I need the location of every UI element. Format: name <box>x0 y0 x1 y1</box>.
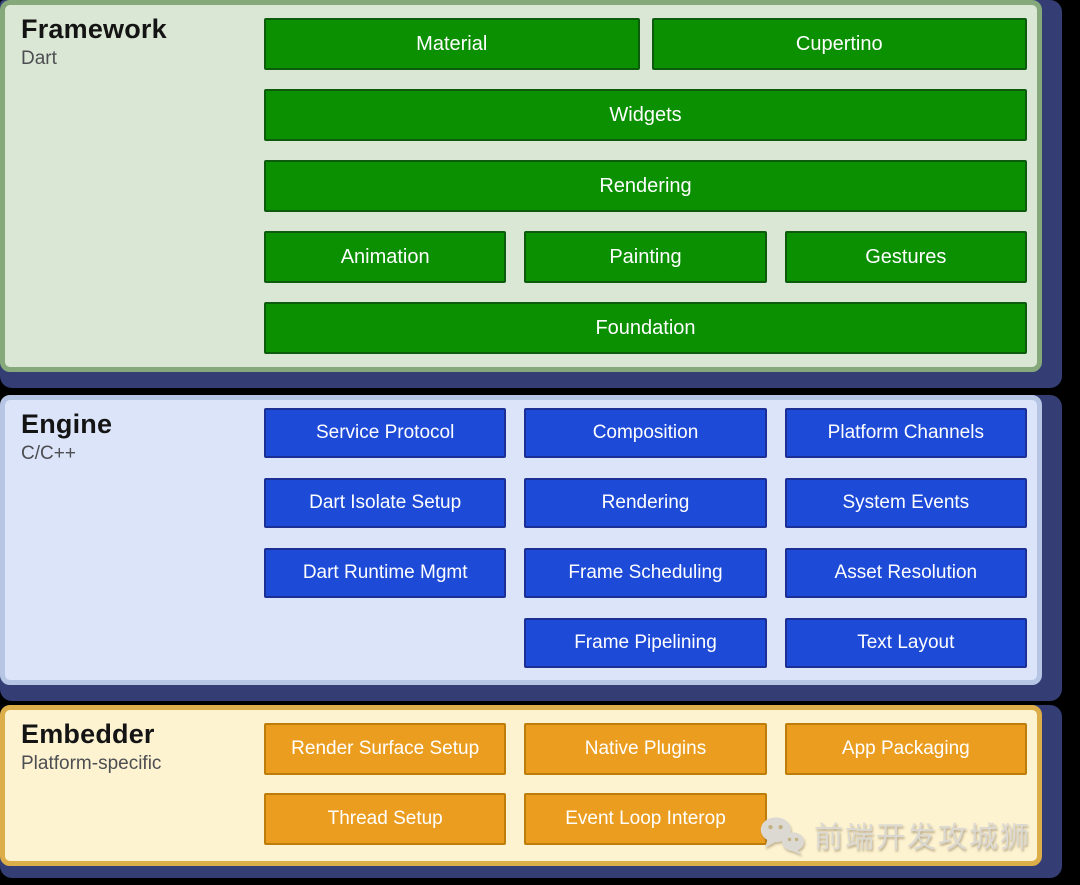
wechat-icon <box>760 816 805 855</box>
block-material: Material <box>264 18 640 70</box>
embedder-blocks: Render Surface Setup Native Plugins App … <box>264 723 1027 845</box>
block-render-surface-setup: Render Surface Setup <box>264 723 507 775</box>
framework-row-2: Widgets <box>264 89 1027 141</box>
block-composition: Composition <box>524 408 767 458</box>
block-painting: Painting <box>524 231 767 283</box>
engine-label: Engine C/C++ <box>21 409 112 465</box>
block-frame-pipelining: Frame Pipelining <box>524 618 767 668</box>
framework-label: Framework Dart <box>21 14 167 70</box>
framework-subtitle: Dart <box>21 48 57 70</box>
block-platform-channels: Platform Channels <box>784 408 1027 458</box>
framework-title: Framework <box>21 14 167 44</box>
embedder-row-1: Render Surface Setup Native Plugins App … <box>264 723 1027 775</box>
engine-row-4: Frame Pipelining Text Layout <box>264 618 1027 668</box>
watermark-text: 前端开发攻城狮 <box>813 822 1031 854</box>
block-animation: Animation <box>264 231 507 283</box>
block-dart-runtime-mgmt: Dart Runtime Mgmt <box>264 548 507 598</box>
embedder-label: Embedder Platform-specific <box>21 719 161 775</box>
block-rendering-framework: Rendering <box>264 160 1027 212</box>
embedder-subtitle: Platform-specific <box>21 753 162 775</box>
watermark: 前端开发攻城狮 <box>759 814 1031 856</box>
block-gestures: Gestures <box>784 231 1027 283</box>
block-asset-resolution: Asset Resolution <box>784 548 1027 598</box>
block-system-events: System Events <box>784 478 1027 528</box>
framework-blocks: Material Cupertino Widgets Rendering Ani… <box>264 18 1027 354</box>
framework-section: Framework Dart Material Cupertino Widget… <box>0 0 1042 372</box>
framework-row-5: Foundation <box>264 302 1027 354</box>
framework-row-1: Material Cupertino <box>264 18 1027 70</box>
engine-row-1: Service Protocol Composition Platform Ch… <box>264 408 1027 458</box>
block-widgets: Widgets <box>264 89 1027 141</box>
block-rendering-engine: Rendering <box>524 478 767 528</box>
framework-row-3: Rendering <box>264 160 1027 212</box>
engine-title: Engine <box>21 409 113 439</box>
embedder-section: Embedder Platform-specific Render Surfac… <box>0 705 1042 866</box>
embedder-row-2: Thread Setup Event Loop Interop <box>264 793 1027 845</box>
block-service-protocol: Service Protocol <box>264 408 507 458</box>
block-native-plugins: Native Plugins <box>524 723 767 775</box>
block-foundation: Foundation <box>264 302 1027 354</box>
engine-row-3: Dart Runtime Mgmt Frame Scheduling Asset… <box>264 548 1027 598</box>
embedder-title: Embedder <box>21 719 155 749</box>
engine-row-2: Dart Isolate Setup Rendering System Even… <box>264 478 1027 528</box>
block-text-layout: Text Layout <box>784 618 1027 668</box>
framework-row-4: Animation Painting Gestures <box>264 231 1027 283</box>
block-app-packaging: App Packaging <box>784 723 1027 775</box>
engine-subtitle: C/C++ <box>21 443 76 465</box>
block-frame-scheduling: Frame Scheduling <box>524 548 767 598</box>
block-cupertino: Cupertino <box>651 18 1027 70</box>
engine-blocks: Service Protocol Composition Platform Ch… <box>264 408 1027 668</box>
block-event-loop-interop: Event Loop Interop <box>524 793 767 845</box>
engine-section: Engine C/C++ Service Protocol Compositio… <box>0 395 1042 685</box>
block-thread-setup: Thread Setup <box>264 793 507 845</box>
block-dart-isolate-setup: Dart Isolate Setup <box>264 478 507 528</box>
